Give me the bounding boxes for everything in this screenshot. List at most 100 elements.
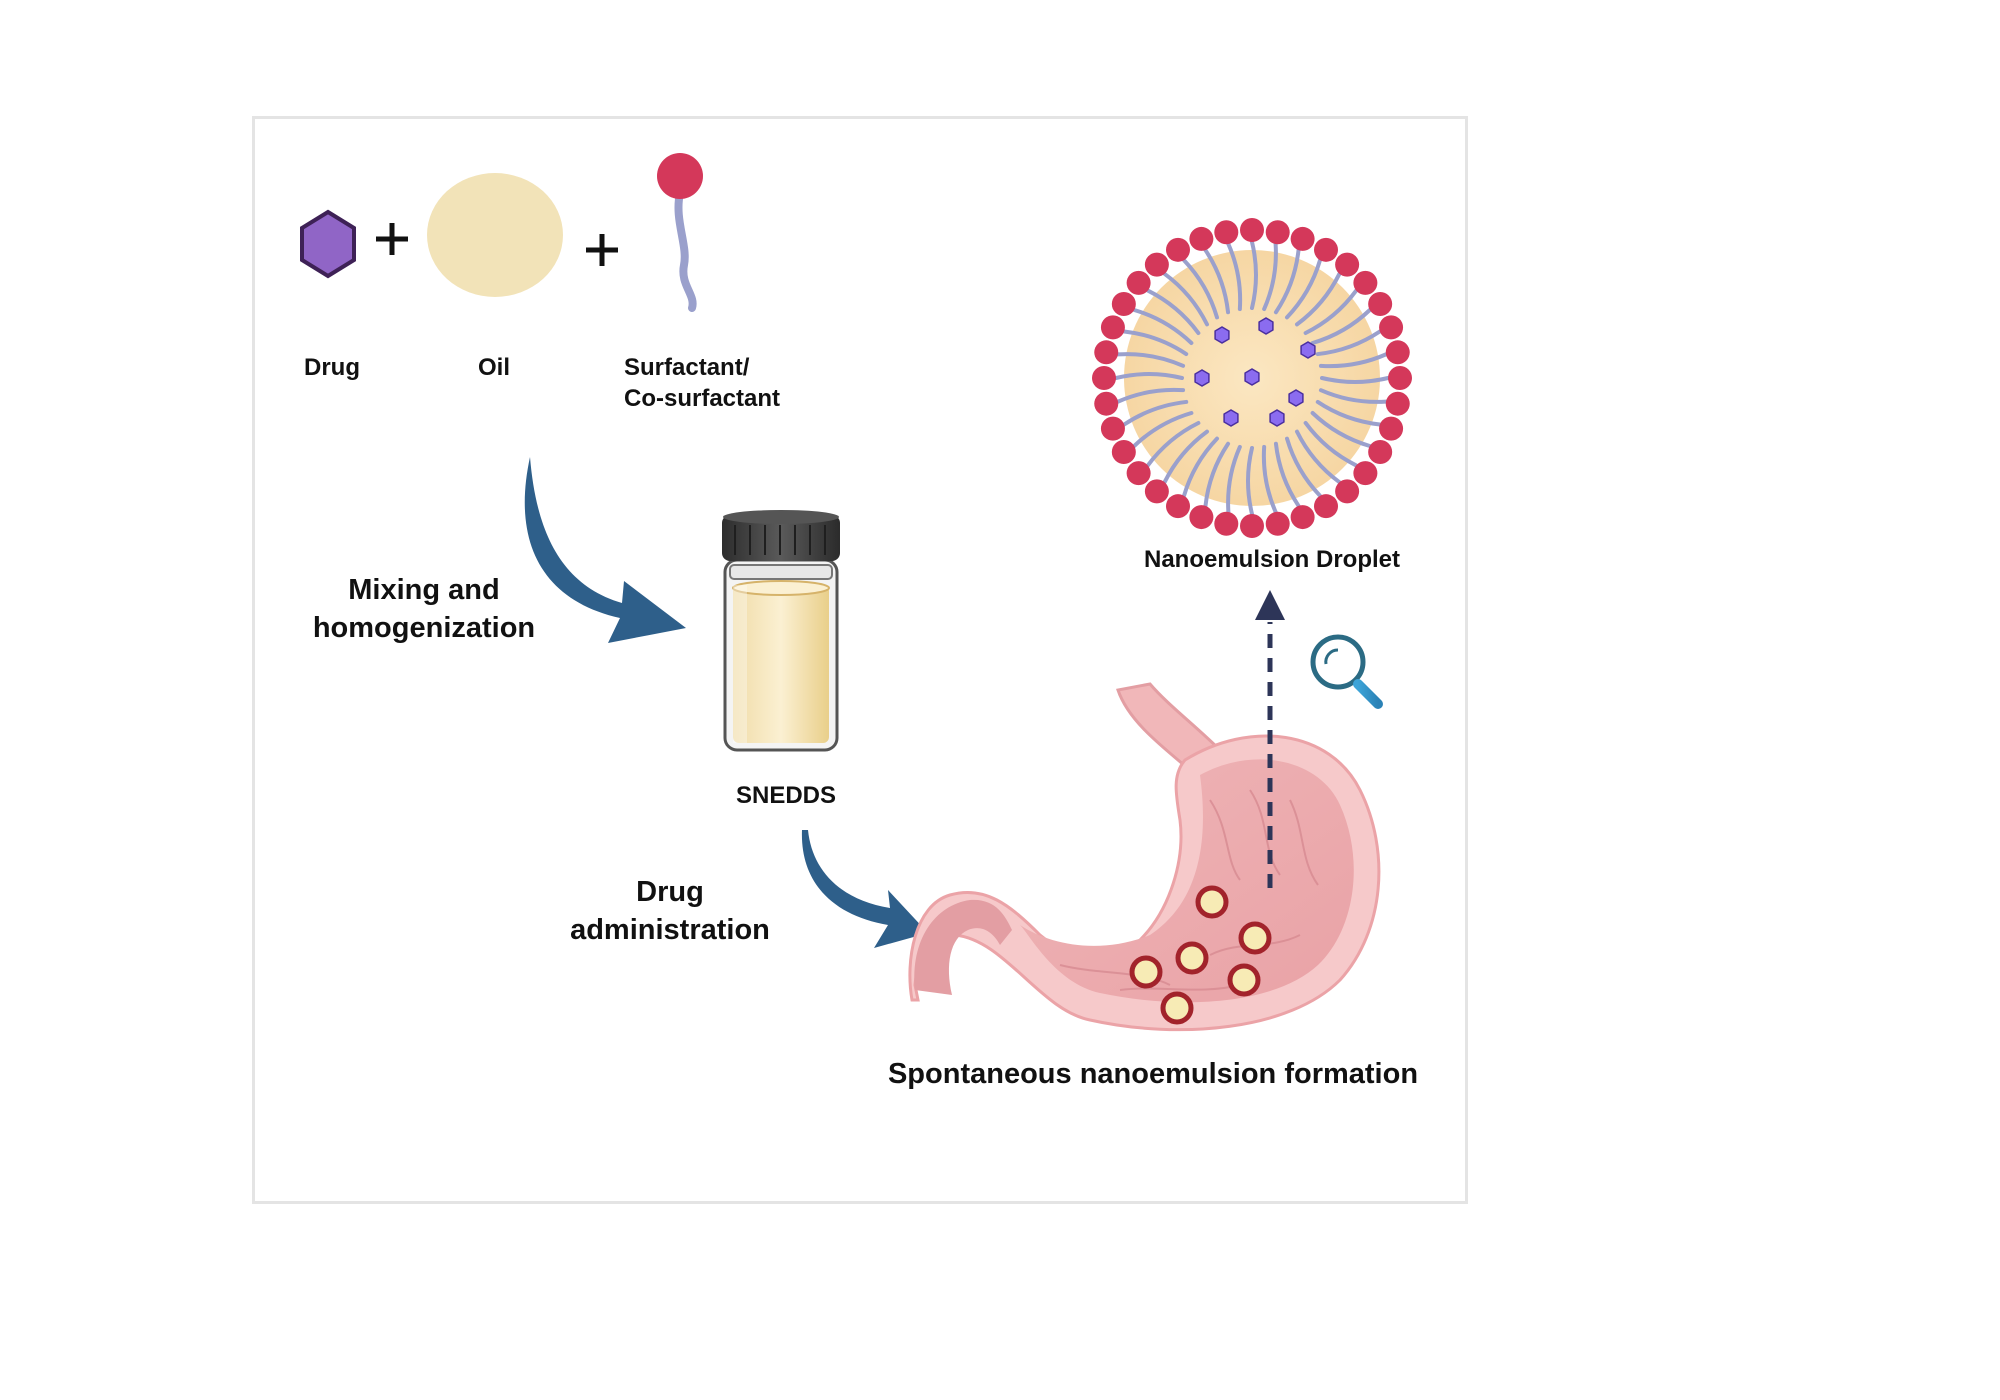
surfactant-head [1111,440,1136,464]
surfactant-head [1126,270,1151,295]
mixing-arrow [524,457,686,643]
surfactant-head [1189,505,1214,530]
surfactant-head [1166,237,1190,262]
surfactant-head [1335,479,1360,504]
surfactant-tail [1116,352,1186,368]
surfactant-head [1144,479,1169,504]
surfactant-head [1094,391,1119,416]
surfactant-tail [1318,388,1388,404]
nanoemulsion-droplet-icon [1092,218,1412,538]
surfactant-tail [1132,308,1194,345]
surfactant-tail [1262,242,1278,312]
snedds-label: SNEDDS [735,782,837,809]
droplet-label: Nanoemulsion Droplet [1143,546,1401,573]
surfactant-head [1240,514,1264,538]
surfactant-tail [1162,271,1209,327]
drug-molecule [1300,341,1316,359]
surfactant-tail [1132,411,1194,448]
stomach-icon [908,682,1381,1032]
surfactant-head [1290,505,1315,530]
administration-arrow [801,830,928,948]
surfactant-head [1353,270,1378,295]
surfactant-head [1214,511,1239,536]
drug-molecule [1258,317,1274,335]
surfactant-molecule-icon [657,153,703,312]
surfactant-head [1265,220,1290,245]
drug-label: Drug [304,354,360,381]
surfactant-head [1094,340,1119,365]
surfactant-tail [1226,242,1243,312]
surfactant-tail [1273,441,1301,508]
oil-droplet-icon [427,173,563,297]
surfactant-tail [1182,258,1219,320]
surfactant-tail [1303,420,1359,468]
surfactant-head [1335,252,1360,277]
surfactant-tail [1203,248,1231,315]
surfactant-head [1314,237,1338,262]
surfactant-head [1100,315,1125,340]
surfactant-head [1214,220,1239,245]
surfactant-tail [1303,288,1359,336]
oil-label: Oil [478,354,511,381]
surfactant-label-line1: Surfactant/ [624,354,750,381]
surfactant-head [1385,391,1410,416]
surfactant-head [1368,292,1393,316]
surfactant-head [1126,461,1151,486]
hexagon-drug-icon [300,209,356,279]
surfactant-tail [1226,444,1242,514]
surfactant-head [1265,511,1290,536]
plus-sign [376,223,618,266]
administration-label-line1: Drug [636,876,704,908]
surfactant-tail [1246,446,1254,516]
drug-molecule [1214,326,1230,344]
surfactant-label-line2: Co-surfactant [624,385,781,412]
surfactant-tail [1122,329,1189,357]
surfactant-tail [1114,372,1184,380]
surfactant-head [1144,252,1169,277]
surfactant-tail [1273,248,1301,315]
surfactant-tail [1116,387,1186,404]
surfactant-head [1368,440,1393,464]
surfactant-head [1290,226,1315,251]
surfactant-head [1388,366,1412,390]
surfactant-head [1189,226,1214,251]
surfactant-head [1111,292,1136,316]
drug-molecule [1269,409,1285,427]
surfactant-tail [1203,441,1231,508]
surfactant-tail [1295,271,1342,327]
surfactant-head [1166,494,1190,519]
surfactant-tail [1261,444,1278,514]
surfactant-tail [1310,308,1372,345]
surfactant-head [1385,340,1410,365]
surfactant-tail [1145,288,1201,336]
surfactant-head [1353,461,1378,486]
magnifier-icon [1310,634,1383,709]
surfactant-tail [1250,240,1258,310]
surfactant-head [1240,218,1264,242]
drug-molecule [1288,389,1304,407]
mixing-label-line2: homogenization [312,612,536,644]
drug-molecule [1223,409,1239,427]
surfactant-tail [1285,436,1322,498]
surfactant-tail [1320,376,1390,384]
surfactant-tail [1145,420,1201,468]
surfactant-head [1379,315,1404,340]
snedds-vial-icon [722,510,840,752]
surfactant-tail [1285,258,1322,320]
surfactant-tail [1315,329,1382,357]
surfactant-head [1314,494,1338,519]
surfactant-head [1092,366,1116,390]
surfactant-tail [1310,411,1372,448]
surfactant-tail [1122,399,1189,427]
surfactant-tail [1162,429,1209,485]
surfactant-tail [1182,436,1219,498]
administration-label-line2: administration [570,914,770,946]
mixing-label-line1: Mixing and [348,574,500,606]
surfactant-tail [1315,399,1382,427]
drug-molecule [1244,368,1260,386]
surfactant-head [1100,416,1125,441]
stomach-droplets [1129,885,1272,1025]
surfactant-tail [1295,429,1342,485]
drug-molecule [1194,369,1210,387]
